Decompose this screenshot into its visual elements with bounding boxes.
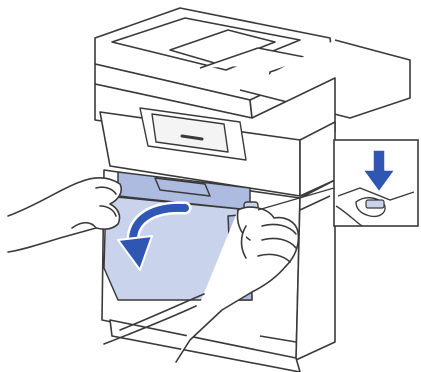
printer-illustration — [0, 0, 421, 372]
illustration-canvas — [0, 0, 421, 372]
